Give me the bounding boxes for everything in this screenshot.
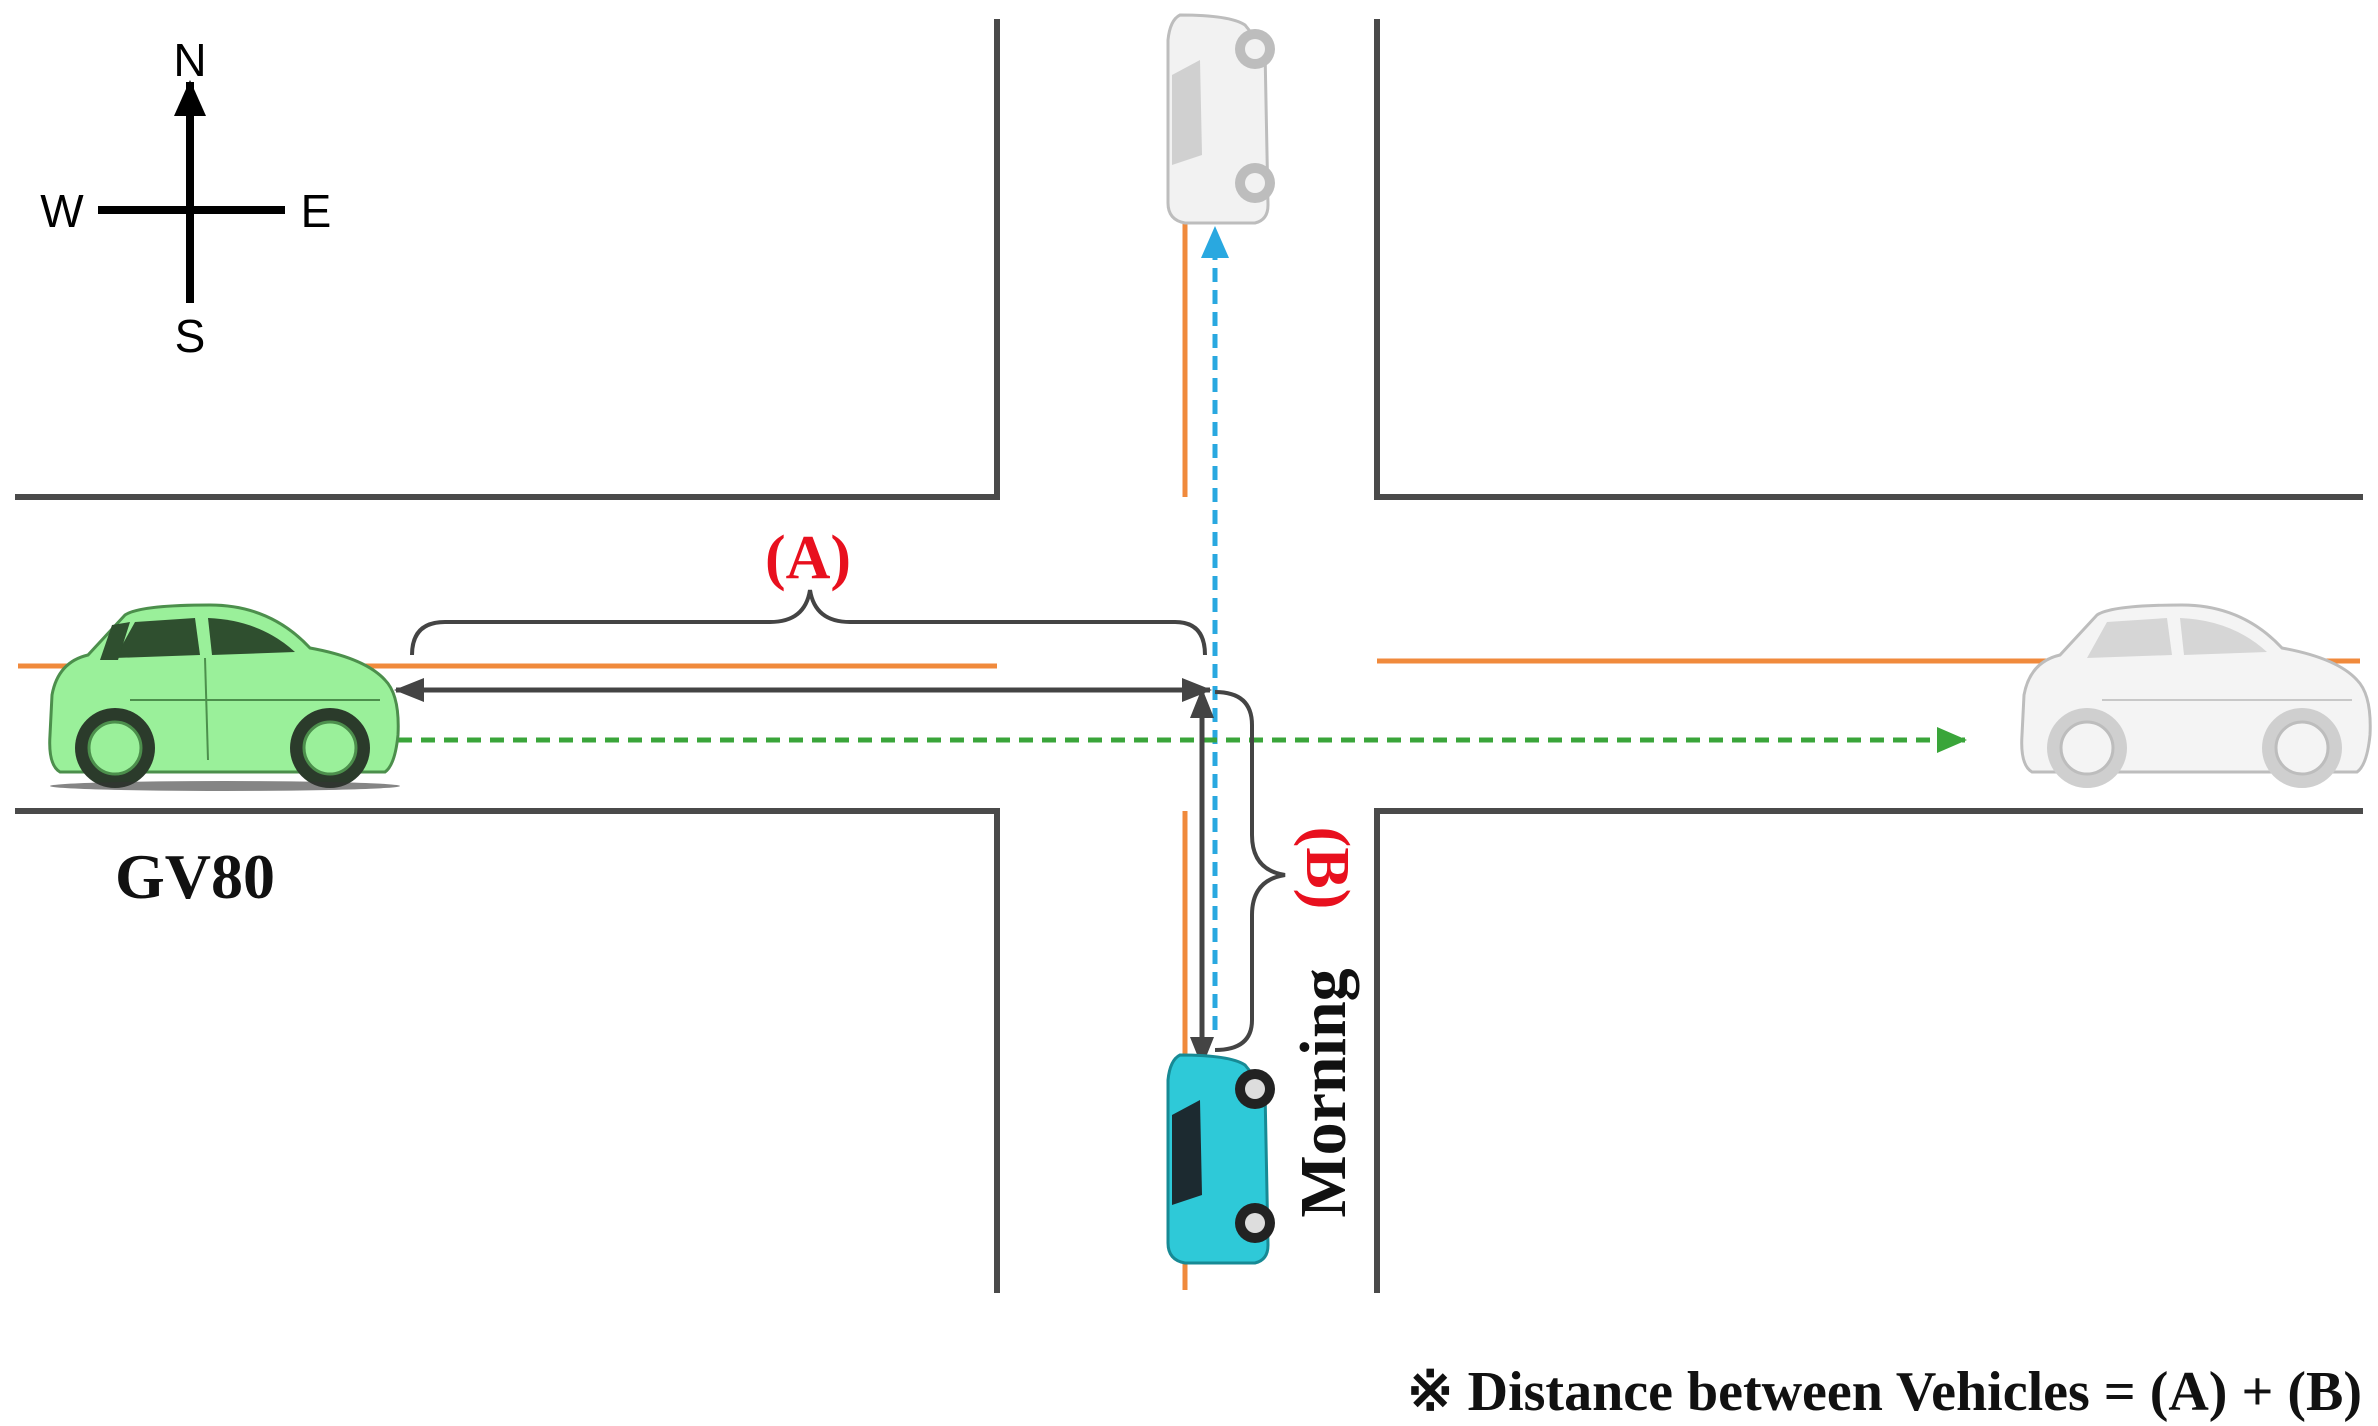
ghost-morning-car-icon <box>1166 13 1275 225</box>
compass-north: N <box>173 34 206 86</box>
road-edge-ne <box>1374 19 2363 500</box>
brace-b <box>1214 690 1286 1052</box>
road-edge-nw <box>15 19 1000 500</box>
label-morning: Morning <box>1287 968 1360 1217</box>
brace-a <box>410 589 1207 656</box>
compass-west: W <box>40 185 84 237</box>
compass-icon: N S W E <box>40 34 331 362</box>
road-edge-sw <box>15 808 1000 1293</box>
label-gv80: GV80 <box>115 841 275 912</box>
label-segment-b: (B) <box>1293 827 1361 910</box>
label-segment-a: (A) <box>765 524 851 592</box>
gv80-car-icon <box>48 603 400 791</box>
morning-path-arrowhead <box>1201 226 1229 258</box>
compass-east: E <box>301 185 332 237</box>
ghost-gv80-car-icon <box>2020 603 2372 788</box>
road-edge-se <box>1374 808 2363 1293</box>
compass-south: S <box>175 310 206 362</box>
morning-car-icon <box>1166 1053 1275 1265</box>
footnote: ※ Distance between Vehicles = (A) + (B) <box>1407 1361 2362 1423</box>
road-edges <box>15 19 2363 1293</box>
